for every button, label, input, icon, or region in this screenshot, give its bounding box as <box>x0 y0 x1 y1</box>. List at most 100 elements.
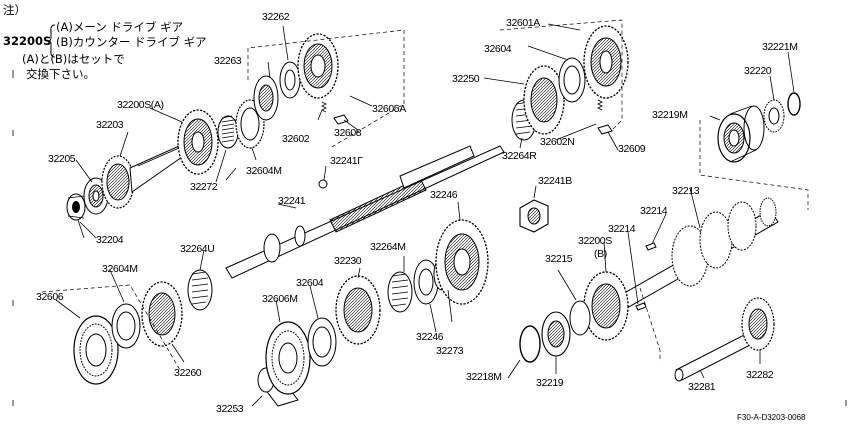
callout-32220: 32220 <box>744 65 772 77</box>
callout-32241: 32241 <box>278 195 306 207</box>
note-heading: 注） <box>3 3 26 18</box>
callout-32200S-B-tag: (B) <box>594 248 607 260</box>
callout-32221M: 32221M <box>762 41 798 53</box>
part-32250-gear <box>523 65 565 135</box>
callout-32246-bot: 32246 <box>416 331 444 343</box>
callout-32203: 32203 <box>96 119 124 131</box>
callout-32204: 32204 <box>96 234 124 246</box>
note-lines-ab: (A)メーン ドライブ ギア (B)カウンター ドライブ ギア <box>56 20 207 50</box>
mainshaft-rear-gears <box>499 19 629 141</box>
part-32606-synchro-ring <box>73 315 119 385</box>
note-brace <box>48 24 56 58</box>
part-32213-counter-gear <box>611 197 779 313</box>
callout-32260: 32260 <box>174 367 202 379</box>
callout-32263: 32263 <box>214 55 242 67</box>
part-32200S-B-counter-drive-gear <box>583 271 629 341</box>
part-32246-ring <box>413 259 439 305</box>
callout-32200S-B: 32200S <box>578 235 612 247</box>
note-line-d: 交換下さい。 <box>26 67 95 81</box>
callout-32604-bot: 32604 <box>296 277 324 289</box>
callout-32200S-A: 32200S(A) <box>117 99 164 111</box>
part-32605A-synchro-gear <box>297 33 339 99</box>
part-32204-nut <box>66 193 86 221</box>
note-lines-cd: (A)と(B)はセットで 交換下さい。 <box>22 52 125 82</box>
callout-32272: 32272 <box>190 181 218 193</box>
callout-32281: 32281 <box>688 381 716 393</box>
callout-32253: 32253 <box>216 403 244 415</box>
note-line-a: (A)メーン ドライブ ギア <box>56 20 184 34</box>
note-heading-text: 注） <box>3 3 26 17</box>
lower-left-group <box>41 269 213 385</box>
part-32606M-synchro-ring <box>265 321 311 395</box>
callout-labels: 32262 32263 32605A 32602 32608 32200S(A)… <box>36 11 806 422</box>
callout-32264U: 32264U <box>180 243 214 255</box>
part-32241B-nut <box>519 199 549 233</box>
callout-32604M-top: 32604M <box>246 165 282 177</box>
part-32215-ring <box>569 300 591 336</box>
counter-shaft-group <box>519 197 779 363</box>
note-group-part: 32200S <box>3 34 51 49</box>
callout-32604M-left: 32604M <box>102 263 138 275</box>
part-32220-gear <box>763 99 785 133</box>
part-32219-bearing <box>541 311 571 357</box>
callout-32215: 32215 <box>545 253 573 265</box>
callout-32606: 32606 <box>36 291 64 303</box>
reverse-idler-group <box>674 297 775 382</box>
part-32604M-ring-lower <box>111 303 141 349</box>
callout-32205: 32205 <box>48 153 76 165</box>
part-32218M-snap-ring <box>519 325 541 363</box>
main-drive-assembly <box>66 29 405 221</box>
part-32246-gear-large <box>435 219 489 305</box>
part-32264M-bearing <box>387 271 413 313</box>
part-32263-sleeve <box>253 75 279 121</box>
part-32264U-bearing <box>187 269 213 311</box>
part-32200S-A-gear <box>177 109 219 175</box>
callout-32241B: 32241B <box>538 175 572 187</box>
callout-32213: 32213 <box>672 185 700 197</box>
callout-32602: 32602 <box>282 133 310 145</box>
callout-32250: 32250 <box>452 73 480 85</box>
part-32205-bearing <box>83 177 109 215</box>
note-group-part-number: 32200S <box>3 34 52 48</box>
callout-32230: 32230 <box>334 255 362 267</box>
callout-32604-top: 32604 <box>484 43 512 55</box>
part-32241T-ball <box>318 179 328 189</box>
part-32601A-synchro-gear <box>583 25 629 99</box>
callout-32218M: 32218M <box>466 371 502 383</box>
part-32602-spring <box>321 101 327 113</box>
part-32281-idler-shaft <box>674 333 753 382</box>
callout-32241T: 32241Γ <box>330 155 363 167</box>
part-32214-key <box>635 242 657 311</box>
callout-32273: 32273 <box>436 345 464 357</box>
lower-middle-group <box>257 219 489 407</box>
callout-32606M: 32606M <box>262 293 298 305</box>
callout-32214-a: 32214 <box>640 205 668 217</box>
part-32282-idler-gear <box>741 297 775 351</box>
callout-32601A: 32601A <box>506 17 540 29</box>
callout-32219: 32219 <box>536 377 564 389</box>
part-32219M-bearing <box>717 105 765 163</box>
part-32241-main-shaft <box>225 145 505 279</box>
callout-32264M: 32264M <box>370 241 406 253</box>
part-32260-gear <box>141 281 183 347</box>
part-32230-gear <box>335 275 381 345</box>
callout-32246-top: 32246 <box>430 189 458 201</box>
note-line-b: (B)カウンター ドライブ ギア <box>56 35 207 49</box>
callout-32602N: 32602N <box>540 136 574 148</box>
note-line-c: (A)と(B)はセットで <box>22 52 125 66</box>
part-32221M-snap-ring <box>787 92 801 116</box>
part-32602N-spring <box>597 99 603 111</box>
part-32262-hub <box>279 61 301 99</box>
callout-32609: 32609 <box>618 143 646 155</box>
part-32609-key <box>597 124 613 135</box>
part-32604-ring-lower <box>307 317 337 367</box>
callout-32214-b: 32214 <box>608 223 636 235</box>
part-32604-ring <box>558 57 586 103</box>
callout-32219M: 32219M <box>652 109 688 121</box>
part-32272-needle-bearing <box>217 115 239 149</box>
reference-code: F30-A-D3203-0068 <box>737 413 806 422</box>
leader-lines <box>55 23 795 407</box>
part-32608-key <box>333 114 349 125</box>
callout-32262: 32262 <box>262 11 290 23</box>
